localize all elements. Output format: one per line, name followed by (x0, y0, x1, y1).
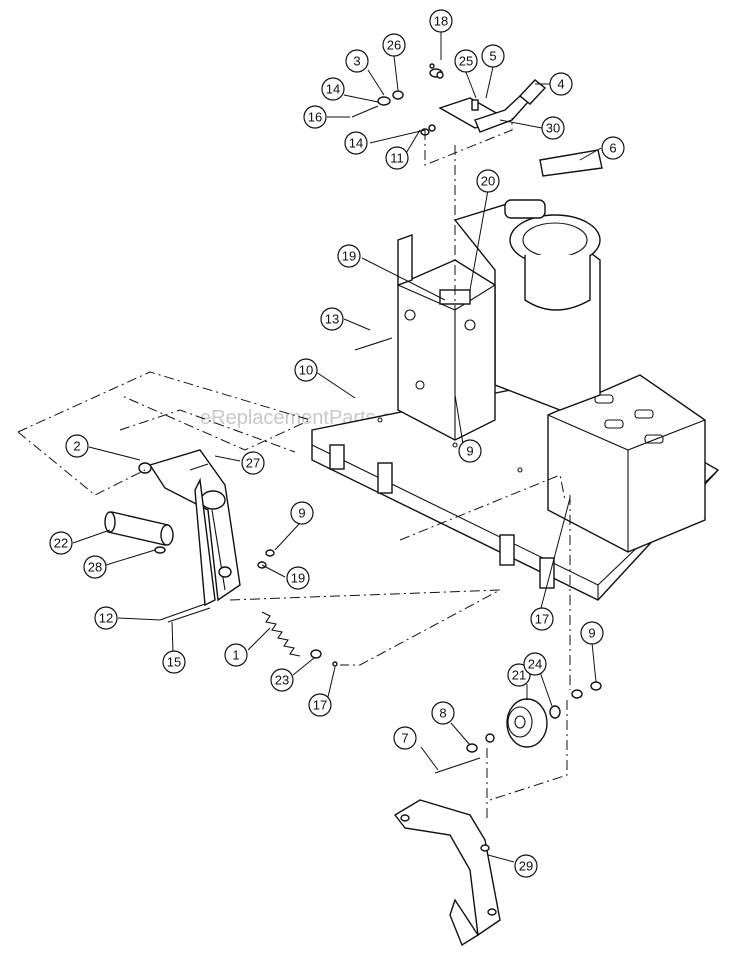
callout-1: 1 (224, 643, 248, 667)
callout-15: 15 (162, 650, 186, 674)
svg-text:18: 18 (434, 14, 448, 29)
callout-27: 27 (241, 451, 265, 475)
callout-7: 7 (393, 726, 417, 750)
svg-text:30: 30 (546, 121, 560, 136)
callout-3: 3 (345, 49, 369, 73)
bushing-tube (104, 511, 174, 554)
callout-6: 6 (601, 136, 625, 160)
callout-20: 20 (476, 169, 500, 193)
svg-text:20: 20 (481, 174, 495, 189)
callout-21: 21 (507, 663, 531, 687)
idler-arm (138, 449, 241, 607)
svg-text:21: 21 (512, 668, 526, 683)
svg-text:14: 14 (326, 82, 340, 97)
svg-text:12: 12 (99, 611, 113, 626)
svg-text:9: 9 (298, 506, 305, 521)
callout-12: 12 (94, 606, 118, 630)
svg-text:11: 11 (390, 151, 404, 166)
callout-30: 30 (541, 116, 565, 140)
svg-text:19: 19 (342, 249, 356, 264)
callout-25: 25 (454, 49, 478, 73)
svg-text:9: 9 (466, 444, 473, 459)
svg-text:25: 25 (459, 54, 473, 69)
pulley-bracket (393, 799, 501, 947)
assembly-guide-lines (17, 118, 571, 820)
callout-28: 28 (83, 555, 107, 579)
callout-19: 19 (286, 566, 310, 590)
svg-text:4: 4 (557, 77, 564, 92)
svg-text:19: 19 (291, 571, 305, 586)
callout-17: 17 (530, 607, 554, 631)
svg-text:9: 9 (588, 626, 595, 641)
svg-text:17: 17 (313, 698, 327, 713)
callout-22: 22 (49, 531, 73, 555)
callout-10: 10 (294, 358, 318, 382)
svg-text:14: 14 (349, 136, 363, 151)
svg-text:5: 5 (489, 49, 496, 64)
callout-leader-lines (72, 21, 602, 863)
callout-4: 4 (549, 72, 573, 96)
callout-5: 5 (481, 44, 505, 68)
callout-26: 26 (382, 33, 406, 57)
svg-text:23: 23 (275, 673, 289, 688)
callout-29: 29 (514, 854, 538, 878)
svg-text:3: 3 (353, 54, 360, 69)
idler-pulley (466, 681, 602, 753)
svg-text:7: 7 (401, 731, 408, 746)
svg-text:27: 27 (246, 456, 260, 471)
svg-text:8: 8 (439, 706, 446, 721)
svg-text:28: 28 (88, 560, 102, 575)
svg-text:22: 22 (54, 536, 68, 551)
callout-16: 16 (303, 105, 327, 129)
engine-cover-box (547, 374, 706, 553)
callout-2: 2 (65, 434, 89, 458)
svg-text:17: 17 (535, 612, 549, 627)
handle-lever-assembly (351, 63, 603, 177)
chute-housing (397, 199, 601, 441)
callout-18: 18 (429, 9, 453, 33)
callout-14: 14 (321, 77, 345, 101)
svg-text:16: 16 (308, 110, 322, 125)
extension-spring (261, 611, 338, 667)
callout-9: 9 (458, 439, 482, 463)
callout-8: 8 (431, 701, 455, 725)
bolts-pins (159, 71, 481, 774)
callout-19: 19 (337, 244, 361, 268)
callout-23: 23 (270, 668, 294, 692)
svg-text:6: 6 (609, 141, 616, 156)
callout-11: 11 (385, 146, 409, 170)
svg-text:26: 26 (387, 38, 401, 53)
callout-24: 24 (523, 652, 547, 676)
callout-14: 14 (344, 131, 368, 155)
svg-text:15: 15 (167, 655, 181, 670)
svg-text:10: 10 (299, 363, 313, 378)
svg-text:24: 24 (528, 657, 542, 672)
svg-text:1: 1 (232, 648, 239, 663)
callout-17: 17 (308, 693, 332, 717)
callout-9: 9 (580, 621, 604, 645)
svg-text:13: 13 (325, 312, 339, 327)
svg-text:29: 29 (519, 859, 533, 874)
svg-text:2: 2 (73, 439, 80, 454)
callout-13: 13 (320, 307, 344, 331)
callout-9: 9 (290, 501, 314, 525)
